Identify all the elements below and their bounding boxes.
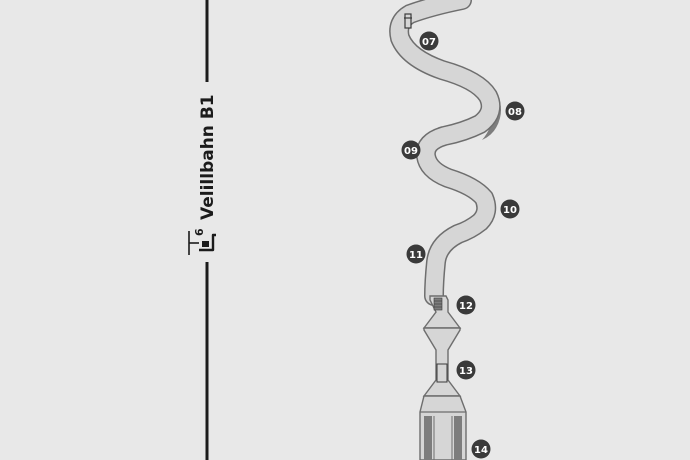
svg-text:13: 13: [459, 366, 473, 377]
marker-11[interactable]: 11: [406, 244, 426, 264]
run-track[interactable]: [389, 0, 501, 460]
svg-text:09: 09: [404, 146, 418, 157]
marker-09[interactable]: 09: [401, 140, 421, 160]
svg-text:12: 12: [459, 301, 473, 312]
svg-text:07: 07: [422, 37, 436, 48]
svg-text:08: 08: [508, 107, 522, 118]
svg-text:10: 10: [503, 205, 517, 216]
start-gate: [404, 13, 412, 29]
svg-text:11: 11: [409, 250, 423, 261]
marker-12[interactable]: 12: [456, 295, 476, 315]
marker-13[interactable]: 13: [456, 360, 476, 380]
marker-07[interactable]: 07: [419, 31, 439, 51]
chairlift-icon: [188, 231, 216, 255]
lift-label-group: Velillbahn B1: [198, 94, 218, 220]
lift-capacity-number: 6: [193, 228, 206, 236]
marker-08[interactable]: 08: [505, 101, 525, 121]
gate-13: [436, 363, 448, 383]
marker-14[interactable]: 14: [471, 439, 491, 459]
marker-10[interactable]: 10: [500, 199, 520, 219]
svg-text:14: 14: [474, 445, 488, 456]
lift-name: Velillbahn B1: [198, 94, 218, 220]
